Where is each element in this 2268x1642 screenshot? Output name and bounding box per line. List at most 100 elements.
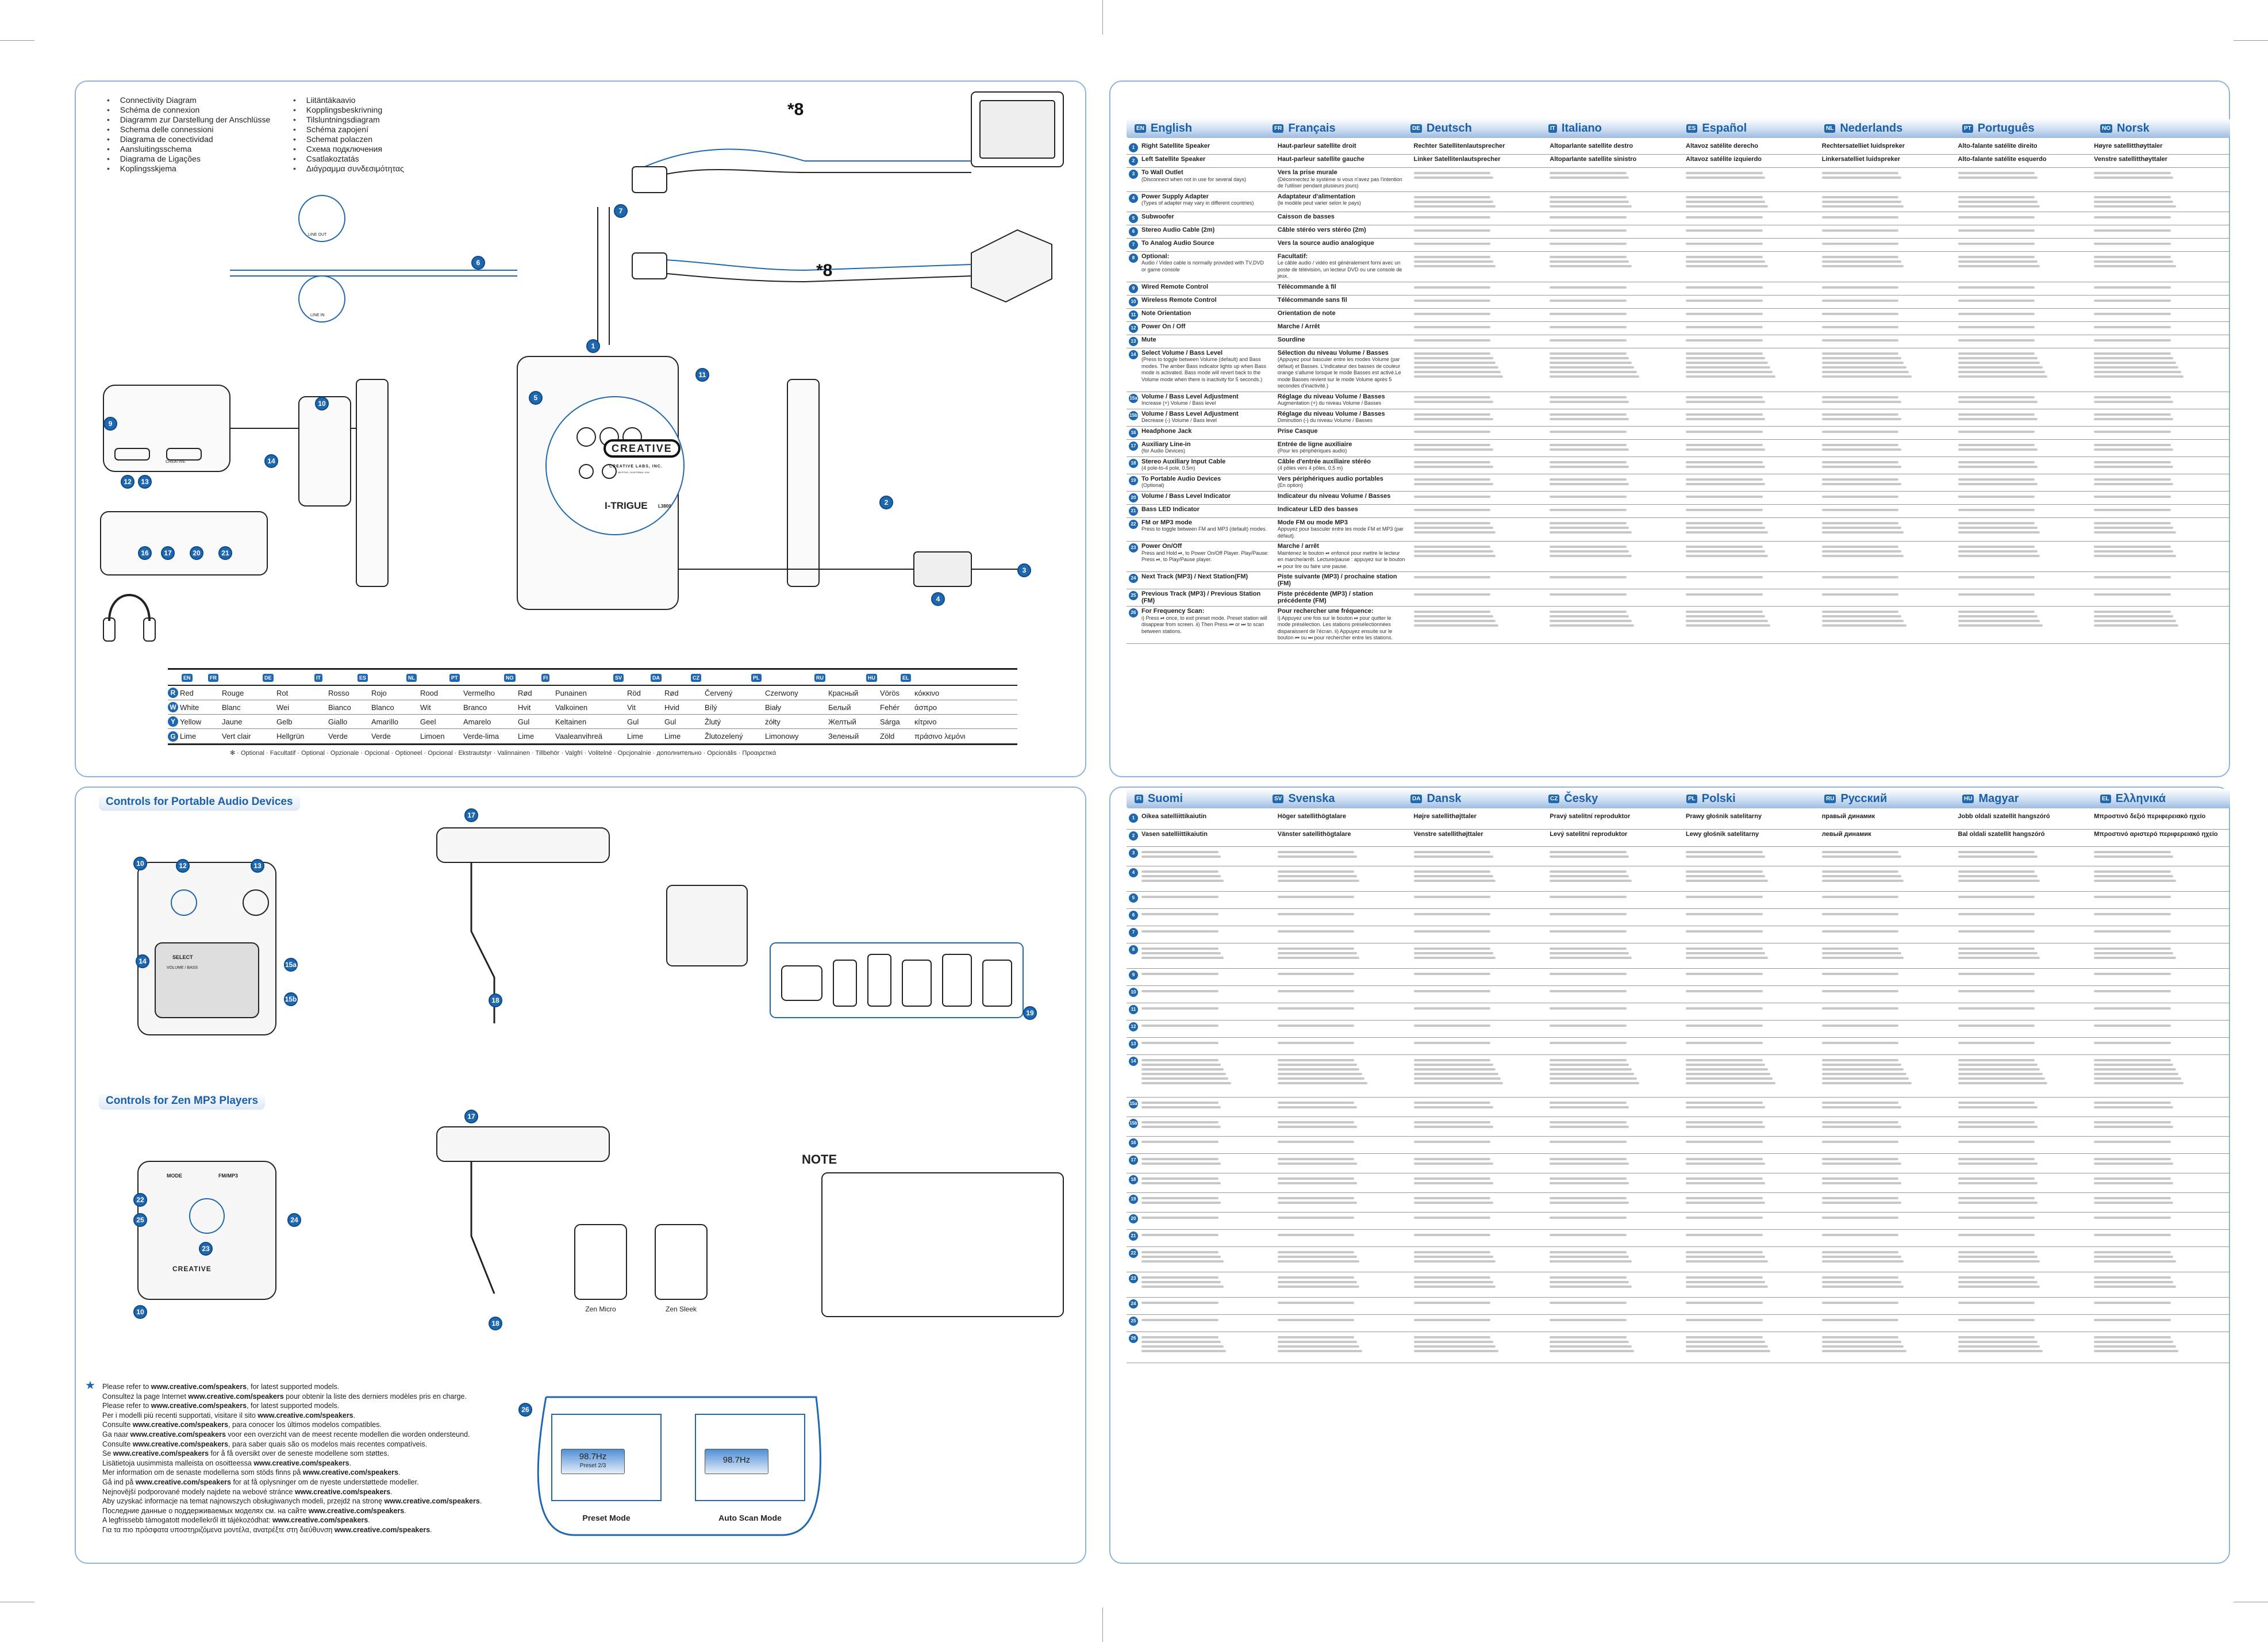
item-number-badge: 19 [1129,1194,1138,1204]
text-placeholder [1958,895,2035,898]
website-link[interactable]: www.creative.com/speakers [384,1497,480,1506]
website-link[interactable]: www.creative.com/speakers [132,1440,229,1448]
note-text: , para saber quais são os modelos mais r… [228,1440,428,1448]
text-placeholder [1821,1106,1901,1108]
website-link[interactable]: www.creative.com/speakers [188,1392,284,1401]
legend-cell [1413,392,1550,409]
legend-cell [1821,1173,1958,1193]
legend-cell [2094,491,2230,505]
legend-cell [1958,985,2094,1003]
legend-cell [1277,1037,1414,1055]
color-name: Blanco [371,703,394,712]
item-number-badge: 12 [1129,1022,1138,1031]
text-placeholder [1821,930,1899,933]
legend-cell [1821,517,1958,542]
item-title: Power Supply Adapter [1141,193,1209,200]
text-placeholder [1821,624,1906,627]
note-text: . [390,1487,393,1496]
text-placeholder [1413,550,1493,553]
legend-cell [1413,282,1550,296]
legend-cell [1413,439,1550,457]
text-placeholder [1550,448,1629,451]
website-link[interactable]: www.creative.com/speakers [151,1383,247,1391]
website-link[interactable]: www.creative.com/speakers [130,1430,226,1438]
tv-icon [971,91,1064,167]
note-text: . [479,1497,482,1506]
text-placeholder [1550,352,1627,355]
legend-cell [1958,1136,2094,1154]
website-link[interactable]: www.creative.com/speakers [308,1506,405,1515]
legend-cell [1141,1054,1278,1098]
language-code: CZ [691,674,701,682]
color-name: Rood [420,688,439,697]
note-text: Lisätietoja uusimmista malleista on osoi… [102,1459,254,1467]
item-description: Augmentation (+) du niveau Volume / Bass… [1277,400,1382,406]
item-title: Altavoz satélite derecho [1686,143,1758,149]
website-link[interactable]: www.creative.com/speakers [272,1516,368,1525]
legend-cell [1958,439,2094,457]
website-link[interactable]: www.creative.com/speakers [132,1421,229,1429]
text-placeholder [1550,1250,1627,1253]
note-text: Последние данные о поддерживаемых моделя… [102,1506,309,1515]
item-description: (Pour les périphériques audio) [1277,448,1347,454]
legend-cell [1413,908,1550,926]
note-text: for å få oversikt over de seneste modell… [209,1449,390,1458]
text-placeholder [1550,1162,1629,1165]
row-number: 8 [1127,943,1141,969]
callout-13: 13 [138,475,152,489]
legend-cell [1958,321,2094,335]
item-title: Alto-falante satélite esquerdo [1958,156,2047,163]
text-placeholder [1958,172,2035,174]
text-placeholder [1141,870,1218,873]
legend-cell [1141,1297,1278,1315]
note-line: Please refer to www.creative.com/speaker… [102,1401,482,1411]
item-description: (Disconnect when not in use for several … [1141,176,1247,182]
color-name: Geel [420,717,436,726]
item-title: Marche / Arrêt [1277,323,1320,330]
note-text: . [349,1459,352,1467]
website-link[interactable]: www.creative.com/speakers [113,1449,209,1458]
text-placeholder [1550,1121,1627,1123]
website-link[interactable]: www.creative.com/speakers [257,1411,353,1420]
item-title: Facultatif: [1277,252,1308,260]
text-placeholder [1550,620,1632,622]
legend-cell [1141,891,1278,909]
website-link[interactable]: www.creative.com/speakers [253,1459,349,1467]
legend-cell [1821,1136,1958,1154]
text-placeholder [2094,1077,2181,1080]
legend-cell [1686,1136,1822,1154]
text-placeholder [1550,930,1627,933]
text-placeholder [2094,611,2171,613]
website-link[interactable]: www.creative.com/speakers [302,1468,399,1477]
legend-row: 15a [1127,1097,2230,1117]
legend-cell: Altoparlante satellite sinistro [1550,154,1686,168]
row-number: 26 [1127,1332,1141,1363]
website-link[interactable]: www.creative.com/speakers [135,1478,231,1486]
text-placeholder [1413,1058,1491,1061]
website-link[interactable]: www.creative.com/speakers [334,1525,430,1534]
text-placeholder [1686,1068,1768,1071]
text-placeholder [2094,1250,2171,1253]
text-placeholder [2094,1280,2174,1283]
text-placeholder [1686,216,1763,218]
callout-23: 23 [199,1242,213,1256]
text-placeholder [1277,1077,1365,1080]
row-number: 15a [1127,392,1141,409]
legend-cell [1821,409,1958,427]
legend-cell [1686,1297,1822,1315]
note-heading: NOTE [802,1152,837,1167]
color-name: Verde [371,732,391,741]
row-number: 13 [1127,335,1141,348]
website-link[interactable]: www.creative.com/speakers [151,1402,247,1410]
text-placeholder [1821,260,1901,263]
legend-cell [2094,1272,2230,1298]
legend-cell [1821,1246,1958,1272]
text-placeholder [1277,989,1355,992]
text-placeholder [1413,495,1491,498]
text-placeholder [2094,195,2171,198]
text-placeholder [1277,855,1357,858]
website-link[interactable]: www.creative.com/speakers [294,1487,391,1496]
